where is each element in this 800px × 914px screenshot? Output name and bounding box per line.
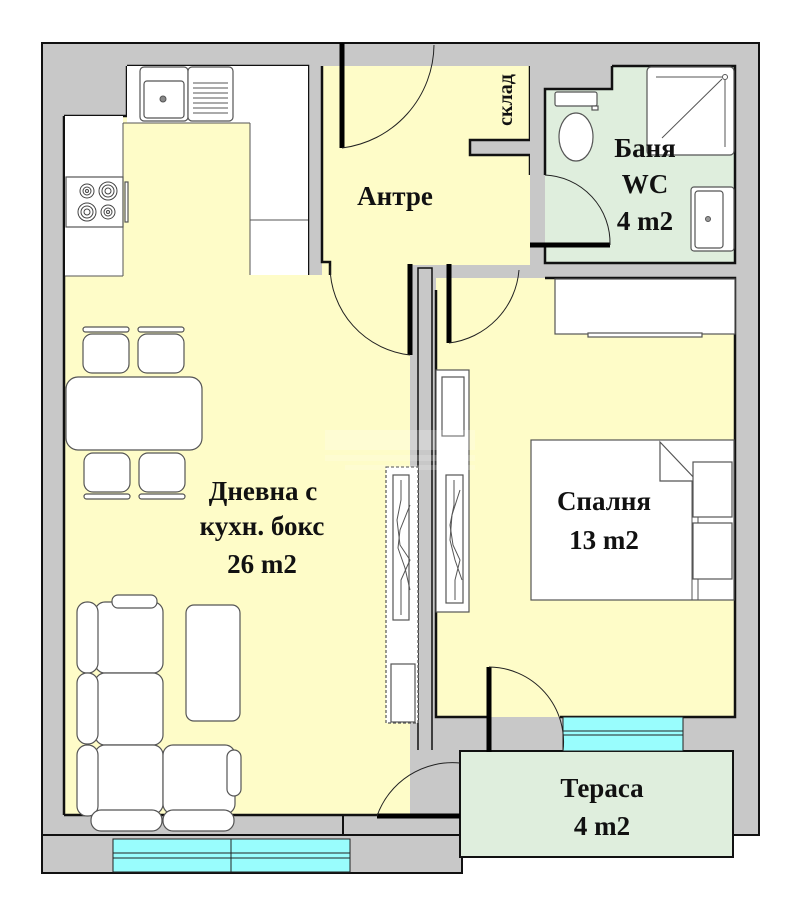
entrance-door (339, 43, 435, 149)
kitchen (65, 66, 308, 277)
bedroom-area: 13 m2 (569, 525, 639, 555)
dining-table (65, 376, 203, 451)
living-room-label-line2: кухн. бокс (200, 511, 325, 541)
bed (530, 439, 735, 601)
sofa (76, 594, 242, 832)
chair (137, 333, 185, 374)
wardrobe (435, 369, 470, 613)
kitchen-counter-right (250, 123, 308, 275)
stove-icon (65, 176, 129, 228)
terrace-area: 4 m2 (574, 811, 630, 841)
terrace-door-living (376, 762, 461, 819)
storage-label: склад (495, 74, 517, 126)
bathroom-label-line2: WC (622, 169, 669, 199)
room-labels: Дневна с кухн. бокс 26 m2 Антре склад Ба… (200, 74, 676, 841)
bedroom-furniture (530, 278, 736, 601)
hall-label: Антре (357, 181, 433, 211)
washbasin-icon (690, 186, 735, 252)
terrace-door-bedroom (486, 666, 565, 752)
tv-unit (385, 466, 419, 724)
living-door (329, 264, 413, 356)
partition-wall (410, 267, 462, 815)
bathroom-area: 4 m2 (617, 206, 673, 236)
wardrobe-bedroom (554, 278, 736, 335)
living-room-area: 26 m2 (227, 549, 297, 579)
dining-set (65, 326, 203, 500)
doors (329, 43, 611, 819)
window-living (112, 838, 351, 873)
bathroom-label-line1: Баня (614, 133, 676, 163)
windows (112, 716, 684, 873)
window-bedroom (562, 716, 684, 752)
bathroom-fixtures (554, 66, 735, 252)
shower-icon (646, 66, 735, 156)
coffee-table (185, 604, 241, 722)
living-room-label-line1: Дневна с (209, 476, 318, 506)
bedroom-label: Спалня (557, 486, 651, 516)
chair (82, 333, 130, 374)
terrace (459, 750, 734, 858)
terrace-label: Тераса (560, 773, 644, 803)
bedroom-door (446, 264, 520, 344)
watermark-logo (325, 430, 475, 470)
chair (83, 452, 131, 493)
sink-icon (139, 66, 234, 122)
bathroom-door (530, 174, 611, 248)
chair (138, 452, 186, 493)
toilet-icon (554, 91, 599, 162)
